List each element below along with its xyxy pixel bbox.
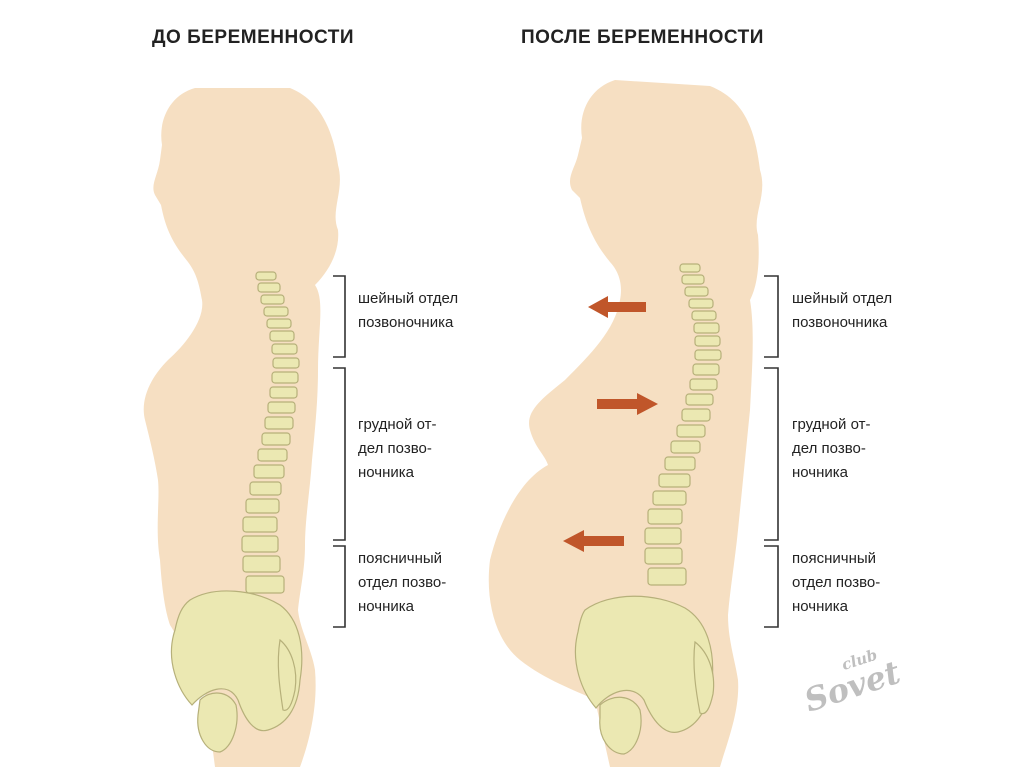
spine-before [241,271,300,594]
label-thoracic-before: грудной от- дел позво- ночника [358,416,437,481]
silhouette-before [143,88,340,767]
bracket-thoracic-after [764,367,779,541]
brackets-after [764,275,779,628]
bracket-lumbar-after [764,545,779,628]
bracket-cervical-after [764,275,779,358]
title-before-pregnancy: ДО БЕРЕМЕННОСТИ [152,27,354,48]
pelvis-before [170,590,303,753]
label-cervical-before: шейный отдел позвоночника [358,290,459,331]
bracket-cervical-before [333,275,346,358]
pelvis-after [574,595,715,755]
label-lumbar-after: поясничный отдел позво- ночника [792,550,881,615]
silhouette-after [488,80,763,767]
bracket-lumbar-before [333,545,346,628]
arrow-left-icon [588,296,646,318]
arrow-right-icon [597,393,658,415]
label-lumbar-before: поясничный отдел позво- ночника [358,550,447,615]
brackets-before [333,275,346,628]
arrow-left-icon [563,530,624,552]
title-after-pregnancy: ПОСЛЕ БЕРЕМЕННОСТИ [521,27,764,48]
bracket-thoracic-before [333,367,346,541]
spine-after [644,263,722,586]
label-cervical-after: шейный отдел позвоночника [792,290,893,331]
label-thoracic-after: грудной от- дел позво- ночника [792,416,871,481]
arrows [563,296,658,552]
